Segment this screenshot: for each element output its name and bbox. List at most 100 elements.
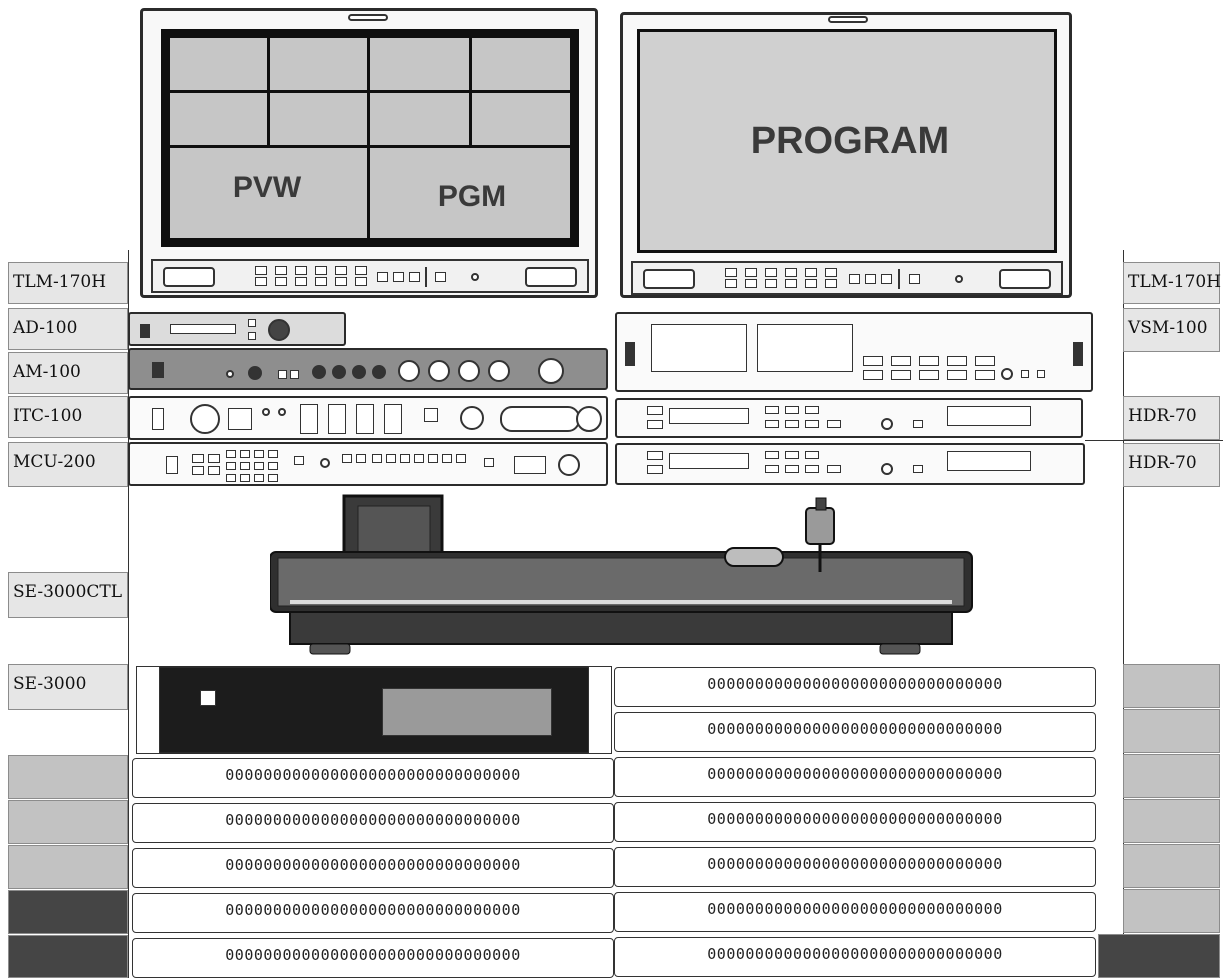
button-group: [228, 408, 252, 430]
small-knob: [226, 370, 234, 378]
spacer-square: [1123, 844, 1220, 888]
knob: [1001, 368, 1013, 380]
mv-tile: [267, 90, 370, 148]
label-vsm-100: VSM-100: [1123, 308, 1220, 352]
spacer-square: [8, 845, 128, 889]
button: [152, 408, 164, 430]
spacer-square: [1123, 664, 1220, 708]
button: [226, 474, 236, 482]
spacer-square: [8, 755, 128, 799]
small-knob: [278, 408, 286, 416]
monitor-control-bar: [631, 261, 1063, 295]
button: [891, 356, 911, 366]
monitor-control-bar: [151, 259, 589, 293]
left-divider: [128, 250, 129, 978]
button: [913, 465, 923, 473]
button: [424, 408, 438, 422]
indicator: [248, 332, 256, 340]
lcd-screen: [651, 324, 747, 372]
spacer-square: [1123, 709, 1220, 753]
control-button: [881, 274, 892, 284]
button: [765, 420, 779, 428]
label-am-100: AM-100: [8, 352, 128, 394]
button: [647, 451, 663, 460]
control-button: [425, 267, 427, 287]
patch-panel: 0000000000000000000000000000000: [132, 803, 614, 843]
display: [669, 408, 749, 424]
control-button: [765, 279, 777, 288]
control-button: [275, 277, 287, 286]
button: [290, 370, 299, 379]
control-pad: [163, 267, 215, 287]
button: [254, 450, 264, 458]
button: [268, 450, 278, 458]
button: [268, 462, 278, 470]
patch-panel: 0000000000000000000000000000000: [614, 847, 1096, 887]
control-button: [315, 266, 327, 275]
patch-panel: 0000000000000000000000000000000: [132, 938, 614, 978]
power-button: [955, 275, 963, 283]
itc-100-device: [128, 396, 608, 440]
dial: [460, 406, 484, 430]
button: [863, 356, 883, 366]
power-button: [471, 273, 479, 281]
button: [805, 406, 819, 414]
master-knob: [538, 358, 564, 384]
spacer-square: [8, 800, 128, 844]
button: [805, 420, 819, 428]
mv-tile: [167, 90, 270, 148]
button: [827, 465, 841, 473]
button: [975, 370, 995, 380]
display-window: [170, 324, 236, 334]
control-button: [335, 266, 347, 275]
button: [484, 458, 494, 467]
control-button: [865, 274, 876, 284]
button: [372, 454, 382, 463]
control-button: [315, 277, 327, 286]
control-button: [255, 266, 267, 275]
knob: [332, 365, 346, 379]
control-button: [805, 279, 817, 288]
label-hdr-70-1: HDR-70: [1123, 396, 1220, 440]
label-tlm-170h-left: TLM-170H: [8, 262, 128, 304]
button: [414, 454, 424, 463]
knob: [352, 365, 366, 379]
patch-panel: 0000000000000000000000000000000: [132, 758, 614, 798]
hdr-divider: [1085, 440, 1223, 441]
button: [442, 454, 452, 463]
spacer-square: [1123, 754, 1220, 798]
button: [913, 420, 923, 428]
large-knob: [488, 360, 510, 382]
patch-panel: 0000000000000000000000000000000: [132, 893, 614, 933]
button: [805, 465, 819, 473]
small-knob: [262, 408, 270, 416]
disk-slot: [947, 451, 1031, 471]
control-button: [409, 272, 420, 282]
button: [456, 454, 466, 463]
control-button: [745, 279, 757, 288]
panel: [300, 404, 318, 434]
button: [356, 454, 366, 463]
button: [342, 454, 352, 463]
rack-ear-right: [588, 666, 612, 754]
pgm-tile: [367, 145, 573, 241]
patch-panel: 0000000000000000000000000000000: [614, 892, 1096, 932]
indicator: [248, 319, 256, 327]
control-button: [825, 279, 837, 288]
patch-panel: 0000000000000000000000000000000: [614, 667, 1096, 707]
bracket: [1073, 342, 1083, 366]
mv-tile: [367, 35, 472, 93]
button: [386, 454, 396, 463]
small-knob: [320, 458, 330, 468]
lcd-screen: [757, 324, 853, 372]
button: [268, 474, 278, 482]
label-mcu-200: MCU-200: [8, 442, 128, 487]
control-button: [295, 277, 307, 286]
program-monitor: PROGRAM: [620, 12, 1072, 298]
spacer-square: [8, 935, 128, 978]
control-button: [825, 268, 837, 277]
button: [765, 406, 779, 414]
control-button: [898, 269, 900, 289]
small-knob: [248, 366, 262, 380]
spacer-square: [1123, 889, 1220, 933]
